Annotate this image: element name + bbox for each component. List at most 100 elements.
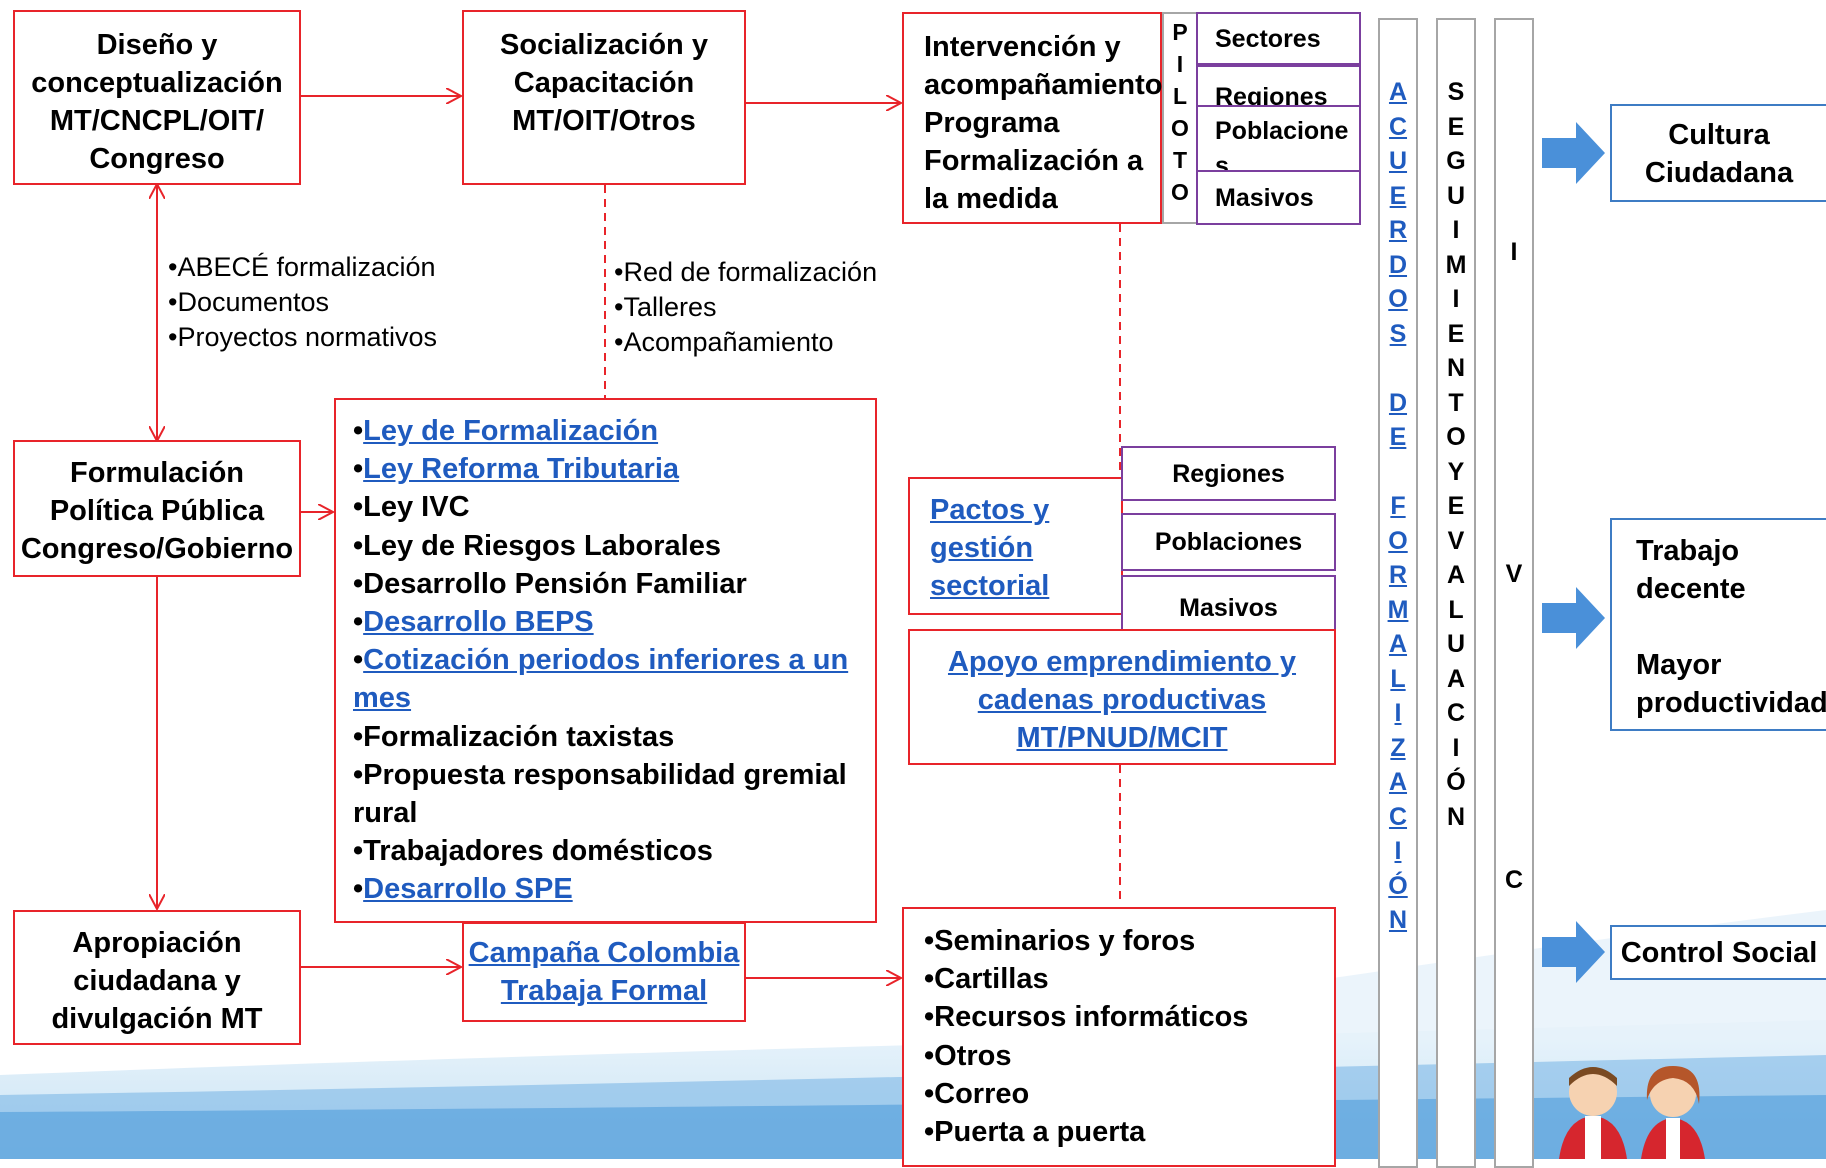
bullet: •: [353, 720, 364, 753]
vertical-letter: V: [1447, 526, 1465, 555]
apropiacion-text: Apropiación ciudadana y divulgación MT: [51, 927, 263, 1035]
law-link[interactable]: Ley Reforma Tributaria: [363, 453, 680, 486]
vertical-letter: Ó: [1388, 871, 1408, 900]
vertical-letter: T: [1448, 388, 1464, 417]
outcome-control: Control Social: [1610, 925, 1826, 980]
vertical-letter: E: [1389, 181, 1407, 210]
medios-list: •Seminarios y foros •Cartillas •Recursos…: [924, 922, 1248, 1151]
vertical-letter: N: [1446, 354, 1466, 382]
vertical-letter: N: [1446, 802, 1466, 831]
vertical-letter: C: [1388, 112, 1408, 141]
box-campana: Campaña Colombia Trabaja Formal: [462, 922, 746, 1022]
vertical-letter: O: [1388, 285, 1408, 313]
vertical-letter: I: [1452, 216, 1460, 244]
arrow-right-icon: [1542, 921, 1605, 983]
apoyo-link-2[interactable]: cadenas productivas: [977, 684, 1267, 716]
vertical-letter: O: [1388, 526, 1408, 555]
law-text: Formalización taxistas: [363, 720, 675, 753]
apoyo-link-3[interactable]: MT/PNUD/MCIT: [1016, 722, 1228, 754]
arrow-right-icon: [1542, 587, 1605, 649]
vertical-letter: A: [1388, 768, 1408, 796]
law-item: •Ley de Riesgos Laborales: [353, 527, 848, 565]
bullet: •: [353, 453, 364, 486]
outcome-trabajo-text: Trabajo decente Mayor productividad: [1636, 535, 1826, 719]
pactos-link-1[interactable]: Pactos y: [930, 494, 1050, 526]
vertical-letter: Z: [1390, 733, 1406, 762]
mascot-illustration: [1559, 1066, 1705, 1159]
vertical-letter: A: [1388, 78, 1408, 106]
law-item: •Trabajadores domésticos: [353, 832, 848, 870]
ivc-label-v: V: [1505, 560, 1523, 588]
box-diseno: Diseño y conceptualización MT/CNCPL/OIT/…: [13, 10, 301, 185]
box-formulacion: Formulación Política Pública Congreso/Go…: [13, 440, 301, 577]
medios-item: •Recursos informáticos: [924, 1001, 1249, 1034]
pactos-item-masivos: Masivos: [1121, 575, 1336, 637]
law-item: •Ley Reforma Tributaria: [353, 450, 848, 488]
box-medios: •Seminarios y foros •Cartillas •Recursos…: [902, 907, 1336, 1167]
outcome-cultura-text: Cultura Ciudadana: [1644, 119, 1794, 189]
piloto-label: P I L O T O: [1171, 19, 1189, 205]
law-link[interactable]: Desarrollo BEPS: [363, 606, 594, 639]
law-item: mes: [353, 679, 848, 717]
vertical-letter: A: [1388, 630, 1408, 658]
law-link[interactable]: Desarrollo SPE: [363, 873, 573, 906]
outcome-cultura: Cultura Ciudadana: [1610, 104, 1826, 202]
diseno-text: Diseño y conceptualización MT/CNCPL/OIT/…: [31, 29, 283, 175]
piloto-item-regiones: Regiones: [1196, 65, 1361, 107]
bullet: •: [353, 529, 364, 562]
law-item: •Formalización taxistas: [353, 718, 848, 756]
box-apoyo: Apoyo emprendimiento y cadenas productiv…: [908, 629, 1336, 765]
bullet: •: [353, 758, 364, 791]
law-item: •Desarrollo Pensión Familiar: [353, 565, 848, 603]
vertical-letter: [1380, 455, 1416, 490]
law-link[interactable]: Cotización periodos inferiores a un: [363, 644, 849, 677]
law-link[interactable]: mes: [353, 682, 412, 715]
pactos-link-2[interactable]: gestión: [930, 532, 1034, 564]
bullet: •: [353, 415, 364, 447]
bullet: •: [353, 606, 364, 639]
apoyo-text: Apoyo emprendimiento y cadenas productiv…: [910, 643, 1334, 757]
bullet: •: [353, 491, 364, 524]
column-ivc: I V C: [1494, 18, 1534, 1168]
law-item: rural: [353, 794, 848, 832]
bullet: •: [353, 644, 364, 677]
medios-item: •Otros: [924, 1039, 1012, 1072]
vertical-letter: E: [1447, 492, 1465, 520]
vertical-letter: L: [1448, 595, 1464, 624]
piloto-column: P I L O T O: [1162, 12, 1198, 224]
vertical-letter: I: [1394, 699, 1402, 727]
box-intervencion: Intervención y acompañamiento Programa F…: [902, 12, 1163, 224]
vertical-letter: I: [1452, 285, 1460, 313]
apoyo-link-1[interactable]: Apoyo emprendimiento y: [947, 646, 1297, 678]
piloto-item-poblaciones: Poblacione s: [1196, 105, 1361, 172]
campana-link-2[interactable]: Trabaja Formal: [500, 975, 708, 1007]
ivc-label-i: I: [1510, 238, 1518, 266]
medios-item: •Cartillas: [924, 963, 1049, 996]
vertical-letter: U: [1446, 630, 1466, 658]
vertical-letter: O: [1446, 423, 1466, 451]
formulacion-text: Formulación Política Pública Congreso/Go…: [20, 457, 294, 565]
law-link[interactable]: Ley de Formalización: [363, 415, 659, 447]
outcome-control-text: Control Social: [1620, 937, 1818, 969]
law-item: •Desarrollo BEPS: [353, 603, 848, 641]
medios-item: •Puerta a puerta: [924, 1116, 1146, 1149]
law-item: •Propuesta responsabilidad gremial: [353, 756, 848, 794]
law-item: •Cotización periodos inferiores a un: [353, 641, 848, 679]
laws-box: •Ley de Formalización•Ley Reforma Tribut…: [334, 398, 877, 923]
vertical-letter: A: [1446, 664, 1466, 693]
ivc-label-c: C: [1504, 866, 1524, 894]
vertical-letter: R: [1388, 561, 1408, 589]
vertical-letter: Ó: [1446, 768, 1466, 796]
bullet: •: [353, 567, 364, 600]
outcome-trabajo: Trabajo decente Mayor productividad: [1610, 518, 1826, 731]
pactos-link-3[interactable]: sectorial: [930, 570, 1050, 602]
vertical-letter: D: [1388, 250, 1408, 279]
campana-link-1[interactable]: Campaña Colombia: [468, 937, 740, 969]
vertical-letter: S: [1447, 78, 1465, 106]
vertical-letter: F: [1390, 492, 1406, 520]
vertical-letter: M: [1445, 250, 1467, 279]
bullet: •: [353, 873, 364, 906]
